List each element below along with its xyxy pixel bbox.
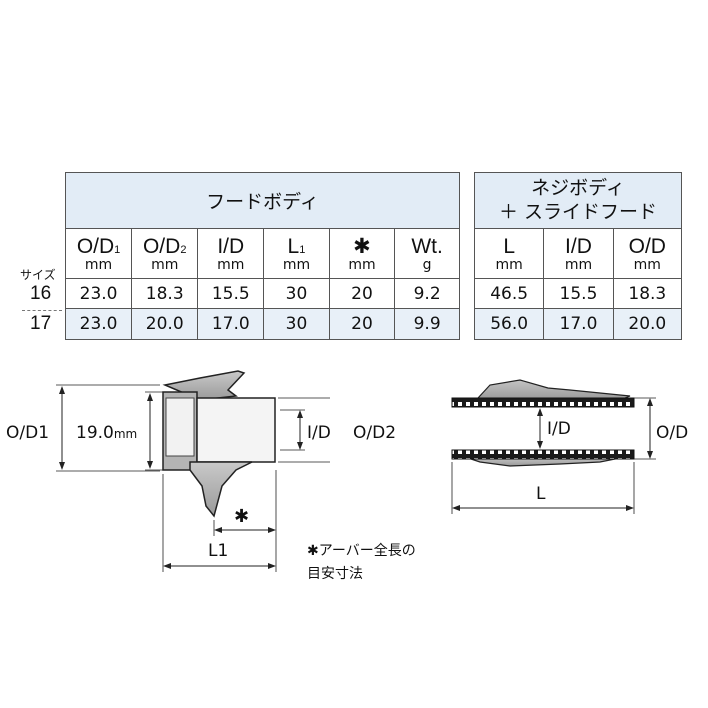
col-l1-header: L1 mm [263, 228, 330, 279]
col-od1-header: O/D1 mm [64, 228, 133, 279]
table-cell: 20 [328, 308, 396, 340]
col-l-header: L mm [473, 228, 545, 279]
inner-dim-label: 19.0mm [76, 423, 138, 443]
slide-hood-upper [476, 379, 631, 401]
thread-wall-upper [451, 397, 635, 408]
hood-body-table: フードボディ O/D1 mm O/D2 mm I/D mm L1 mm ✱ mm… [64, 172, 460, 340]
hood-body-title: フードボディ [65, 172, 460, 229]
size-label: サイズ [20, 268, 56, 282]
screw-l-label: L [536, 484, 546, 504]
table-cell: 9.2 [394, 278, 460, 309]
table-cell: 20.0 [131, 308, 199, 340]
col-od-header: O/D mm [612, 228, 683, 279]
col-star-header: ✱ mm [328, 228, 396, 279]
screw-body-diagram [451, 379, 656, 514]
hood-id-label: I/D [307, 423, 331, 443]
col-od2-header: O/D2 mm [131, 228, 199, 279]
note-text: ✱アーバー全長の 目安寸法 [307, 543, 416, 582]
l1-label: L1 [208, 541, 229, 561]
table-cell: 18.3 [612, 278, 683, 309]
table-cell: 30 [263, 278, 330, 309]
col-id-header: I/D mm [543, 228, 614, 279]
table-cell: 17.0 [543, 308, 614, 340]
table-cell: 23.0 [64, 308, 133, 340]
table-cell: 9.9 [394, 308, 460, 340]
table-cell: 30 [263, 308, 330, 340]
table-cell: 17.0 [197, 308, 265, 340]
od2-label: O/D2 [353, 423, 397, 443]
hood-body-diagram [56, 370, 330, 572]
table-cell: 18.3 [131, 278, 199, 309]
table-cell: 15.5 [197, 278, 265, 309]
hood-flange-inner [165, 397, 195, 457]
screw-id-label: I/D [547, 419, 571, 439]
hood-fin-lower [189, 461, 253, 518]
size-16-label: 16 [30, 283, 52, 304]
table-cell: 23.0 [64, 278, 133, 309]
table-cell: 46.5 [473, 278, 545, 309]
size-17-label: 17 [30, 313, 52, 334]
hood-tube [196, 397, 276, 463]
table-cell: 15.5 [543, 278, 614, 309]
screw-body-title: ネジボディ ＋ スライドフード [474, 172, 682, 229]
thread-wall-lower [451, 449, 635, 460]
star-label: ✱ [234, 506, 250, 527]
col-id-header: I/D mm [197, 228, 265, 279]
od1-label: O/D1 [6, 423, 50, 443]
screw-body-table: ネジボディ ＋ スライドフード L mm I/D mm O/D mm 46.5 … [473, 172, 683, 340]
size-divider [22, 310, 62, 311]
table-cell: 20 [328, 278, 396, 309]
table-cell: 20.0 [612, 308, 683, 340]
table-cell: 56.0 [473, 308, 545, 340]
col-wt-header: Wt. g [394, 228, 460, 279]
screw-od-label: O/D [656, 423, 689, 443]
